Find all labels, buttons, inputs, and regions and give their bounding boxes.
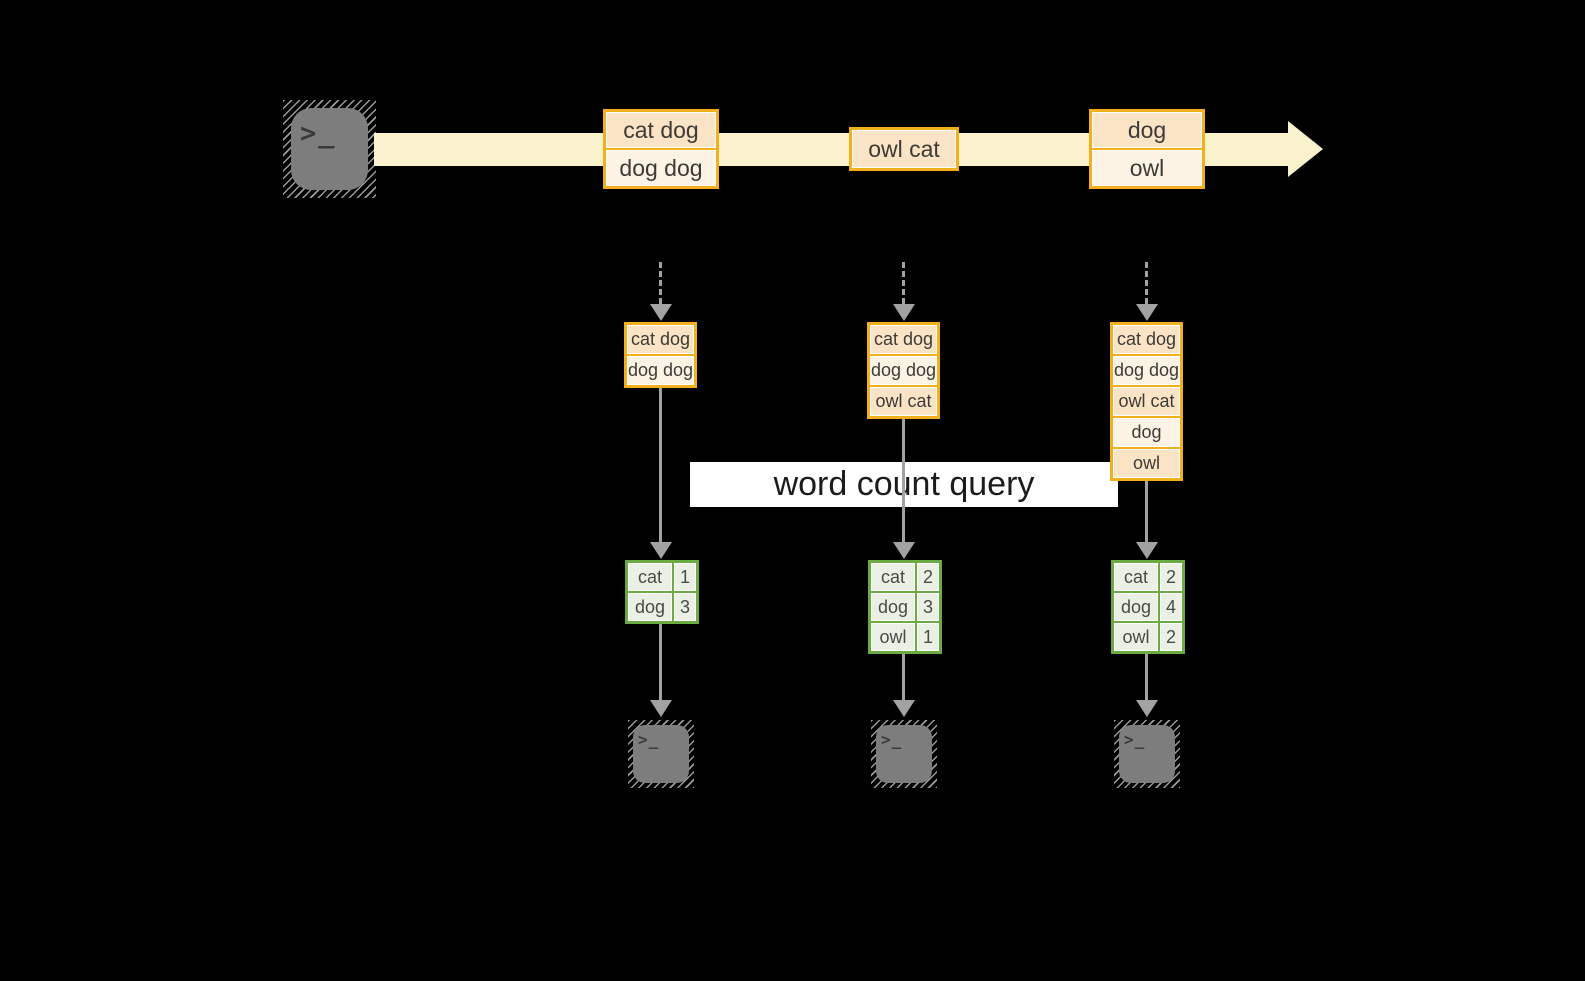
input-table-3: cat dog dog dog owl cat dog owl [1110, 322, 1183, 481]
output-arrow-line-3 [1145, 654, 1148, 700]
input-row: cat dog [627, 325, 694, 354]
ingest-arrowhead-1 [650, 304, 672, 321]
batch-row: owl [1092, 150, 1202, 186]
stream-batch-1: cat dog dog dog [603, 109, 719, 189]
input-row: dog dog [627, 356, 694, 385]
input-row: owl cat [870, 387, 937, 416]
terminal-core [876, 725, 932, 783]
count-value: 1 [674, 563, 696, 591]
source-terminal-icon: >_ [283, 100, 376, 198]
count-word: dog [871, 593, 915, 621]
query-arrowhead-2 [893, 542, 915, 559]
ingest-arrowhead-3 [1136, 304, 1158, 321]
count-word: owl [1114, 623, 1158, 651]
input-row: dog dog [870, 356, 937, 385]
count-value: 2 [917, 563, 939, 591]
output-arrow-line-2 [902, 654, 905, 700]
count-value: 3 [917, 593, 939, 621]
terminal-core [291, 108, 368, 190]
count-word: dog [1114, 593, 1158, 621]
query-arrow-line-2 [902, 419, 905, 542]
ingest-arrow-line-2 [902, 262, 905, 304]
input-row: cat dog [870, 325, 937, 354]
count-word: cat [1114, 563, 1158, 591]
terminal-prompt-glyph: >_ [638, 730, 660, 749]
query-arrow-line-1 [659, 388, 662, 542]
output-arrow-line-1 [659, 624, 662, 700]
sink-terminal-icon-2: >_ [871, 720, 937, 788]
input-row: dog [1113, 418, 1180, 447]
terminal-prompt-glyph: >_ [300, 118, 337, 149]
query-arrowhead-3 [1136, 542, 1158, 559]
query-arrowhead-1 [650, 542, 672, 559]
ingest-arrow-line-1 [659, 262, 662, 304]
batch-row: dog [1092, 112, 1202, 148]
batch-row: owl cat [852, 130, 956, 168]
stream-arrowhead-icon [1288, 121, 1323, 177]
stream-batch-3: dog owl [1089, 109, 1205, 189]
count-value: 4 [1160, 593, 1182, 621]
count-value: 2 [1160, 623, 1182, 651]
ingest-arrow-line-3 [1145, 262, 1148, 304]
output-arrowhead-2 [893, 700, 915, 717]
query-arrow-line-3 [1145, 481, 1148, 542]
ingest-arrowhead-2 [893, 304, 915, 321]
count-value: 1 [917, 623, 939, 651]
output-arrowhead-3 [1136, 700, 1158, 717]
input-row: dog dog [1113, 356, 1180, 385]
count-value: 3 [674, 593, 696, 621]
count-word: owl [871, 623, 915, 651]
terminal-prompt-glyph: >_ [1124, 730, 1146, 749]
terminal-core [633, 725, 689, 783]
input-row: cat dog [1113, 325, 1180, 354]
count-value: 2 [1160, 563, 1182, 591]
batch-row: dog dog [606, 150, 716, 186]
stream-batch-2: owl cat [849, 127, 959, 171]
count-word: cat [628, 563, 672, 591]
count-word: cat [871, 563, 915, 591]
input-row: owl cat [1113, 387, 1180, 416]
count-table-3: cat 2 dog 4 owl 2 [1111, 560, 1185, 654]
input-row: owl [1113, 449, 1180, 478]
count-word: dog [628, 593, 672, 621]
terminal-prompt-glyph: >_ [881, 730, 903, 749]
input-table-1: cat dog dog dog [624, 322, 697, 388]
terminal-core [1119, 725, 1175, 783]
sink-terminal-icon-1: >_ [628, 720, 694, 788]
output-arrowhead-1 [650, 700, 672, 717]
input-table-2: cat dog dog dog owl cat [867, 322, 940, 419]
count-table-1: cat 1 dog 3 [625, 560, 699, 624]
sink-terminal-icon-3: >_ [1114, 720, 1180, 788]
count-table-2: cat 2 dog 3 owl 1 [868, 560, 942, 654]
batch-row: cat dog [606, 112, 716, 148]
